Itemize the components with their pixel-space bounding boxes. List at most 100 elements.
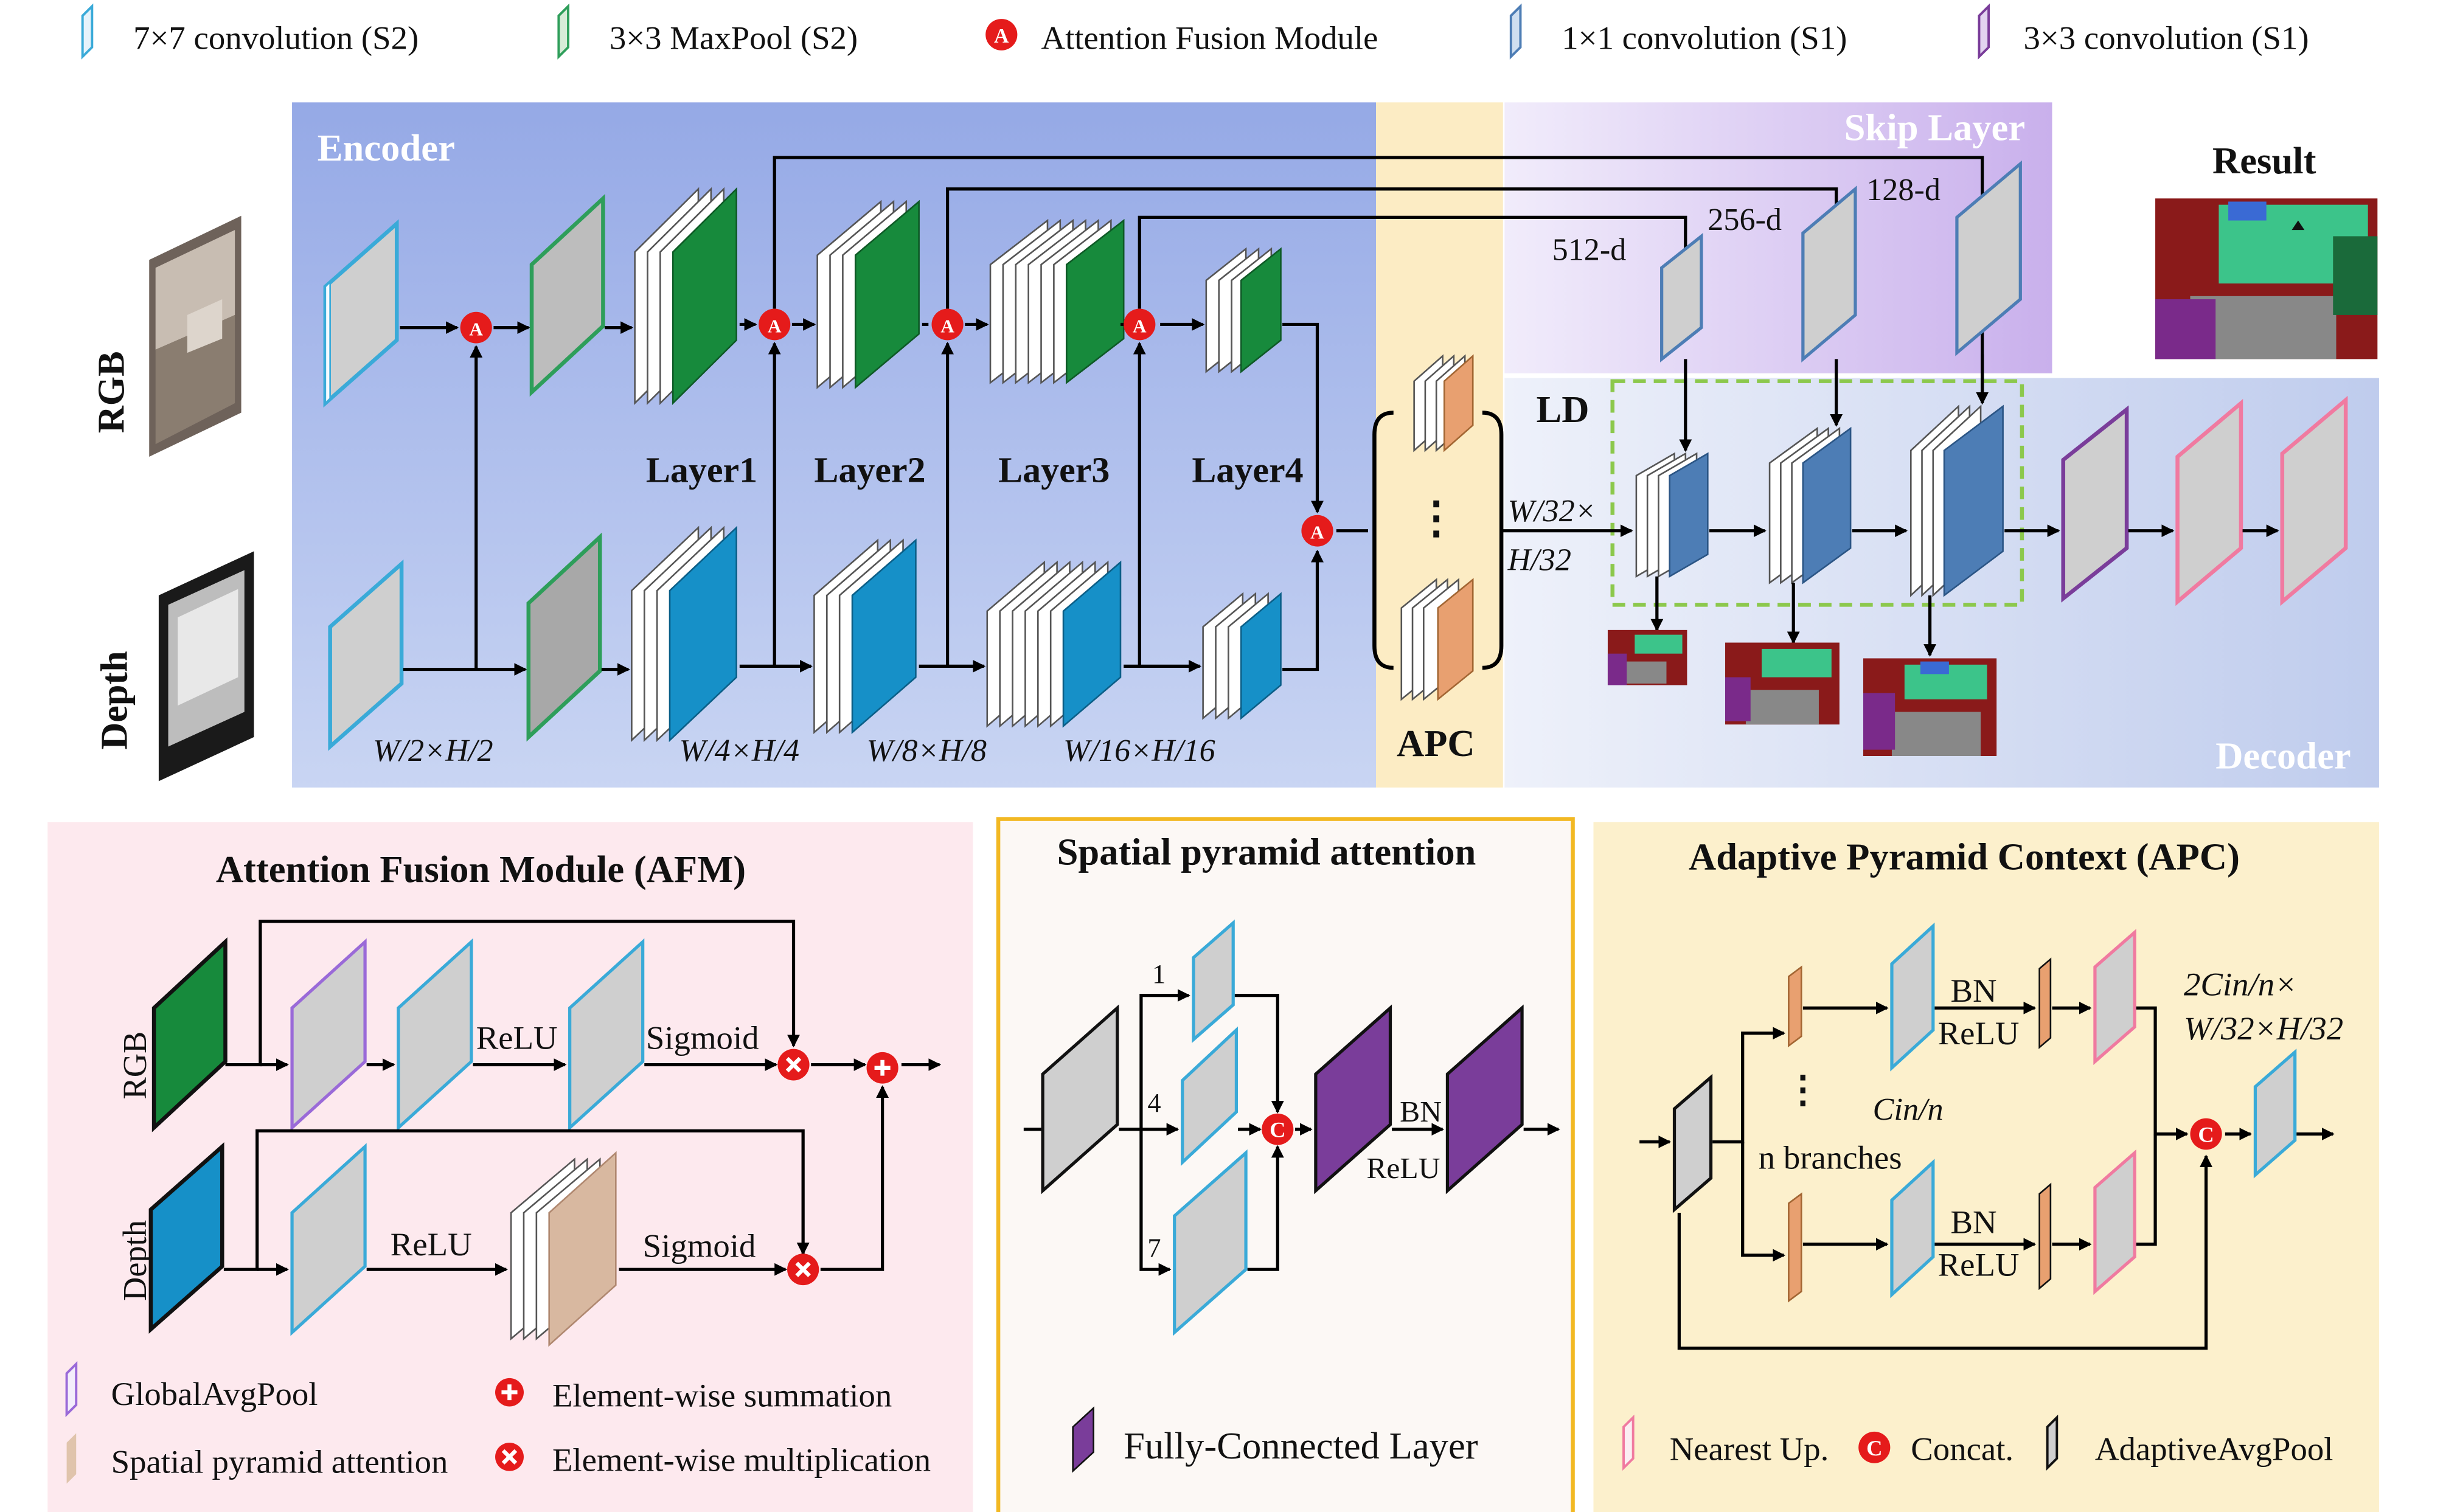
afm-connections [223, 920, 942, 1276]
encoder-blocks [323, 187, 1282, 751]
apc-region-blocks [1400, 354, 1474, 701]
afm-blocks [148, 937, 645, 1347]
legend-mul-label: Element-wise multiplication [552, 1441, 931, 1479]
spa-blocks [1041, 919, 1524, 1336]
dim-label-3: W/8×H/8 [867, 733, 987, 768]
dim-label-1: W/2×H/2 [373, 733, 493, 768]
depth-layer2-block [813, 538, 917, 735]
decoder-blocks [1635, 395, 2348, 606]
apc-panel-out-2: W/32×H/32 [2184, 1010, 2343, 1047]
dim-label-2: W/4×H/4 [679, 733, 799, 768]
afm-badges: A A A A A [460, 308, 1333, 547]
seg-thumb-medium [1725, 642, 1840, 725]
legend-spa-label: Spatial pyramid attention [111, 1443, 448, 1480]
rgb-layer4-block [1205, 247, 1282, 373]
depth-maxpool-block [526, 532, 602, 742]
decoder-connections [1503, 354, 2279, 657]
rgb-input-image [149, 215, 241, 457]
apc-panel-bn-1: BN [1951, 972, 1997, 1009]
apc-panel-bn-2: BN [1951, 1204, 1997, 1241]
afm-relu-2: ReLU [391, 1226, 472, 1263]
svg-text:A: A [1310, 522, 1324, 543]
multiply-icon [787, 1254, 819, 1286]
legend-fc-icon [1072, 1406, 1094, 1473]
skip-dim-256: 256-d [1708, 203, 1782, 237]
result-label: Result [2212, 140, 2316, 182]
svg-text:A: A [994, 25, 1009, 47]
layer1-label: Layer1 [646, 450, 757, 490]
apc-panel [1593, 822, 2379, 1512]
afm-rgb-label: RGB [116, 1032, 153, 1100]
sum-icon [495, 1378, 524, 1407]
rgb-layer3-block [989, 218, 1125, 384]
depth-layer1-block [631, 525, 737, 743]
top-legend: 7×7 convolution (S2) 3×3 MaxPool (S2) A … [81, 3, 2309, 60]
afm-badge-icon: A [759, 308, 791, 341]
legend-maxpool-label: 3×3 MaxPool (S2) [610, 19, 858, 56]
concat-icon: C [2190, 1118, 2222, 1150]
svg-text:A: A [1133, 316, 1147, 337]
apc-panel-ellipsis: ⋮ [1784, 1069, 1822, 1111]
legend-maxpool-icon [557, 3, 569, 60]
svg-text:C: C [2198, 1123, 2214, 1147]
layer2-label: Layer2 [814, 450, 925, 490]
sum-icon [866, 1052, 898, 1084]
apc-braces [1372, 411, 1504, 670]
dim-label-4: W/16×H/16 [1063, 733, 1215, 768]
layer4-label: Layer4 [1192, 450, 1303, 490]
apc-panel-relu-2: ReLU [1938, 1246, 2020, 1283]
svg-text:A: A [940, 316, 954, 337]
spa-k7: 7 [1147, 1233, 1161, 1263]
apc-label: APC [1397, 723, 1475, 765]
afm-legend: GlobalAvgPool Spatial pyramid attention … [65, 1361, 931, 1484]
apc-panel-connections [1639, 1001, 2335, 1350]
skip-label: Skip Layer [1844, 107, 2025, 149]
afm-badge-icon: A [1301, 515, 1333, 547]
spa-panel [996, 817, 1575, 1512]
spa-title: Spatial pyramid attention [1057, 831, 1476, 873]
layer3-label: Layer3 [998, 450, 1110, 490]
result-image [2155, 198, 2378, 359]
seg-thumb-large [1863, 658, 1997, 756]
apc-panel-branches: n branches [1759, 1139, 1902, 1176]
rgb-maxpool-block [529, 193, 605, 397]
afm-badge-icon: A [985, 19, 1018, 50]
apc-out-dim-1: W/32× [1508, 494, 1596, 529]
svg-text:C: C [1270, 1118, 1285, 1142]
ld-box [1610, 379, 2024, 607]
apc-panel-title: Adaptive Pyramid Context (APC) [1689, 836, 2240, 878]
afm-badge-icon: A [460, 311, 492, 344]
apc-panel-blocks [1672, 922, 2297, 1303]
skip-convs [1660, 160, 2022, 363]
legend-afm-label: Attention Fusion Module [1041, 19, 1378, 56]
seg-thumb-small [1607, 629, 1687, 685]
decoder-label: Decoder [2215, 735, 2351, 777]
afm-relu-1: ReLU [476, 1019, 558, 1056]
legend-conv1-label: 1×1 convolution (S1) [1562, 19, 1847, 56]
afm-sigmoid-2: Sigmoid [643, 1227, 756, 1264]
svg-text:C: C [1866, 1436, 1882, 1460]
concat-icon: C [1858, 1431, 1891, 1463]
multiply-icon [777, 1049, 810, 1081]
skip-dim-512: 512-d [1552, 232, 1627, 267]
depth-layer3-block [986, 560, 1122, 728]
afm-title: Attention Fusion Module (AFM) [216, 848, 746, 890]
multiply-icon [495, 1443, 524, 1471]
rgb-label: RGB [90, 351, 132, 433]
legend-conv7-label: 7×7 convolution (S2) [133, 19, 419, 56]
legend-gap-label: GlobalAvgPool [111, 1375, 318, 1412]
legend-conv7-icon [81, 3, 94, 60]
svg-text:A: A [768, 316, 782, 337]
afm-sigmoid-1: Sigmoid [646, 1019, 759, 1056]
depth-input-image [158, 551, 254, 782]
spa-k1: 1 [1152, 959, 1166, 989]
afm-depth-label: Depth [116, 1220, 153, 1301]
legend-conv3-label: 3×3 convolution (S1) [2024, 19, 2309, 56]
spa-bn: BN [1400, 1095, 1442, 1128]
rgb-layer1-block [634, 187, 737, 406]
rgb-conv7-block [323, 219, 399, 408]
apc-out-dim-2: H/32 [1507, 543, 1571, 578]
apc-panel-cin: Cin/n [1873, 1092, 1944, 1127]
svg-text:A: A [469, 319, 483, 340]
apc-ellipsis: ⋮ [1414, 493, 1459, 543]
